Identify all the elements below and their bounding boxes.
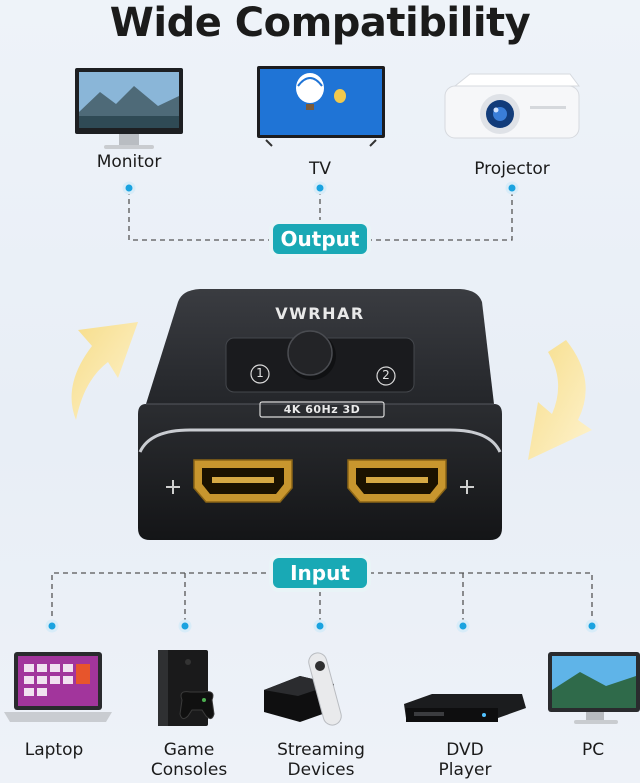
hdmi-port-2-icon [347,459,447,503]
connection-dot [585,619,599,633]
output-label-projector: Projector [474,159,550,179]
connection-dot [456,619,470,633]
input-label-line: Streaming [277,740,365,760]
laptop-icon [4,652,112,722]
rotate-arrow-right-icon [528,340,592,460]
port-number-1: 1 [256,366,264,380]
output-badge: Output [273,224,367,254]
input-label-game-consoles: Game Consoles [139,740,239,780]
input-label-line: Devices [287,760,355,780]
monitor-icon [75,68,183,149]
brand-label: VWRHAR [275,304,365,323]
switch-button [287,330,333,376]
input-label-line: Game [163,740,215,760]
port-indicator-2 [376,366,396,386]
input-label-streaming-devices: Streaming Devices [264,740,378,780]
input-label-laptop: Laptop [24,740,84,760]
streaming-device-icon [264,652,342,726]
plus-marks [166,480,474,494]
port-indicator-1 [250,364,270,384]
spec-label: 4K 60Hz 3D [283,403,361,416]
output-label-monitor: Monitor [96,152,162,172]
projector-icon [444,73,580,139]
rotate-arrow-left-icon [71,322,138,420]
input-badge: Input [273,558,367,588]
connection-dot [122,181,136,195]
input-label-line: DVD [446,740,484,760]
tv-icon [257,66,385,147]
game-console-icon [158,650,215,726]
page-title: Wide Compatibility [109,0,531,46]
dvd-player-icon [404,694,526,722]
output-label-tv: TV [308,159,331,179]
pc-icon [548,652,640,724]
input-label-line: Consoles [150,760,228,780]
connection-dot [45,619,59,633]
connection-dot [313,619,327,633]
connection-dot [178,619,192,633]
input-label-line: Player [438,760,492,780]
connection-dot [313,181,327,195]
input-label-dvd-player: DVD Player [415,740,515,780]
input-label-pc: PC [581,740,605,760]
connection-dot [505,181,519,195]
port-number-2: 2 [382,368,390,382]
hdmi-port-1-icon [193,459,293,503]
